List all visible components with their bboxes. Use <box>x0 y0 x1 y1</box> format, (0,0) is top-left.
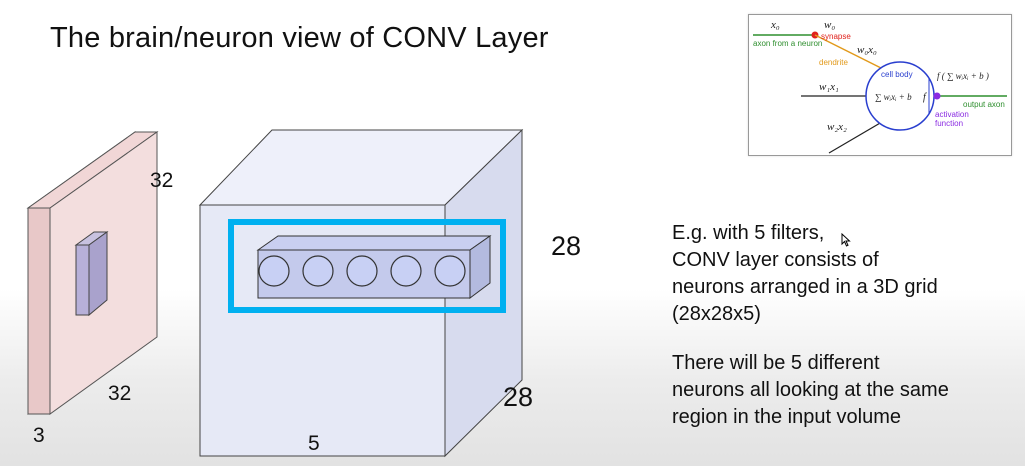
caption-line: (28x28x5) <box>672 303 761 325</box>
neuron-circle <box>434 255 466 287</box>
cell-body-label: cell body <box>881 70 913 79</box>
activation-expression: f ( ∑ wᵢxᵢ + b ) <box>937 71 989 81</box>
caption-line: CONV layer consists of <box>672 249 879 271</box>
f-label: f <box>923 92 927 103</box>
x0-label: x₀ <box>770 19 780 31</box>
input-depth-label: 3 <box>33 424 45 447</box>
caption-line: E.g. with 5 filters, <box>672 222 825 244</box>
sum-expression: ∑ wᵢxᵢ + b <box>875 92 912 102</box>
axon-from-neuron-label: axon from a neuron <box>753 39 822 48</box>
neuron-column <box>256 235 492 299</box>
caption-line: There will be 5 different <box>672 352 880 374</box>
caption-line: neurons arranged in a 3D grid <box>672 276 938 298</box>
w0-label: w₀ <box>824 19 835 31</box>
output-height-label: 28 <box>551 231 582 261</box>
activation-label: activation <box>935 110 969 119</box>
synapse-label: synapse <box>821 32 851 41</box>
input-width-label: 32 <box>108 382 132 405</box>
output-axon-label: output axon <box>963 100 1005 109</box>
mouse-cursor-icon <box>841 233 851 247</box>
w0x0-label: w₀x₀ <box>857 44 877 56</box>
function-label: function <box>935 119 963 128</box>
receptive-field <box>74 231 109 317</box>
w1x1-label: w₁x₁ <box>819 81 839 93</box>
neuron-circle <box>390 255 422 287</box>
slide-caption: E.g. with 5 filters, CONV layer consists… <box>672 220 1025 431</box>
highlight-box <box>228 219 506 313</box>
output-width-label: 28 <box>503 382 534 412</box>
slide-title: The brain/neuron view of CONV Layer <box>50 22 549 54</box>
neuron-circle <box>302 255 334 287</box>
neuron-circle <box>346 255 378 287</box>
neuron-diagram: x₀ w₀ synapse axon from a neuron w₀x₀ de… <box>748 14 1012 156</box>
caption-line: region in the input volume <box>672 406 902 428</box>
dendrite-label: dendrite <box>819 58 848 67</box>
caption-line: neurons all looking at the same <box>672 379 949 401</box>
w2x2-label: w₂x₂ <box>827 121 847 133</box>
output-depth-label: 5 <box>308 432 320 455</box>
input-height-label: 32 <box>150 169 174 192</box>
neuron-circle <box>258 255 290 287</box>
